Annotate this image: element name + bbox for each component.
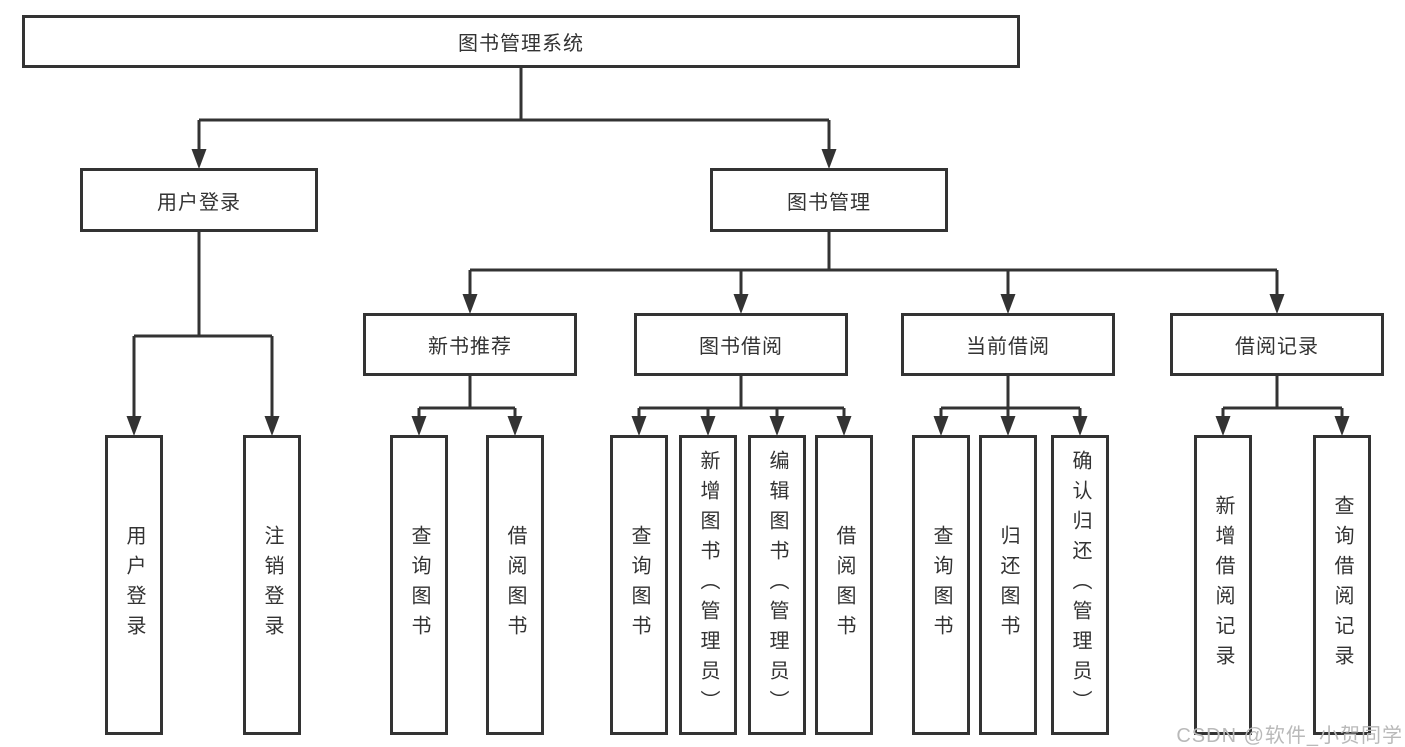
connector-segments (132, 68, 1344, 418)
arrowhead-icon (1215, 416, 1231, 436)
csdn-watermark: CSDN @软件_小贺同学 (1176, 725, 1403, 747)
node-book-borrowing: 图书借阅 (634, 313, 848, 376)
connector-arrowheads (126, 149, 1350, 436)
arrowhead-icon (1269, 294, 1285, 314)
arrowhead-icon (126, 416, 142, 436)
arrowhead-icon (264, 416, 280, 436)
leaf-borrow-add-books-admin: 新增图书（管理员） (679, 435, 737, 735)
arrowhead-icon (462, 294, 478, 314)
node-user-login: 用户登录 (80, 168, 318, 232)
leaf-records-add-record: 新增借阅记录 (1194, 435, 1252, 735)
arrowhead-icon (733, 294, 749, 314)
arrowhead-icon (191, 149, 207, 169)
leaf-borrow-borrow-books: 借阅图书 (815, 435, 873, 735)
node-library-system: 图书管理系统 (22, 15, 1020, 68)
arrowhead-icon (1334, 416, 1350, 436)
leaf-borrow-query-books: 查询图书 (610, 435, 668, 735)
arrowhead-icon (1072, 416, 1088, 436)
node-current-borrowing: 当前借阅 (901, 313, 1115, 376)
leaf-borrow-edit-books-admin: 编辑图书（管理员） (748, 435, 806, 735)
arrowhead-icon (769, 416, 785, 436)
leaf-records-query-record: 查询借阅记录 (1313, 435, 1371, 735)
leaf-newrec-borrow-books: 借阅图书 (486, 435, 544, 735)
arrowhead-icon (631, 416, 647, 436)
leaf-current-query-books: 查询图书 (912, 435, 970, 735)
arrowhead-icon (1000, 294, 1016, 314)
node-borrowing-records: 借阅记录 (1170, 313, 1384, 376)
leaf-current-return-books: 归还图书 (979, 435, 1037, 735)
arrowhead-icon (507, 416, 523, 436)
arrowhead-icon (836, 416, 852, 436)
arrowhead-icon (700, 416, 716, 436)
node-book-management: 图书管理 (710, 168, 948, 232)
arrowhead-icon (821, 149, 837, 169)
leaf-logout: 注销登录 (243, 435, 301, 735)
arrowhead-icon (1000, 416, 1016, 436)
leaf-user-login: 用户登录 (105, 435, 163, 735)
leaf-current-confirm-return-admin: 确认归还（管理员） (1051, 435, 1109, 735)
arrowhead-icon (933, 416, 949, 436)
leaf-newrec-query-books: 查询图书 (390, 435, 448, 735)
node-new-book-recommend: 新书推荐 (363, 313, 577, 376)
arrowhead-icon (411, 416, 427, 436)
